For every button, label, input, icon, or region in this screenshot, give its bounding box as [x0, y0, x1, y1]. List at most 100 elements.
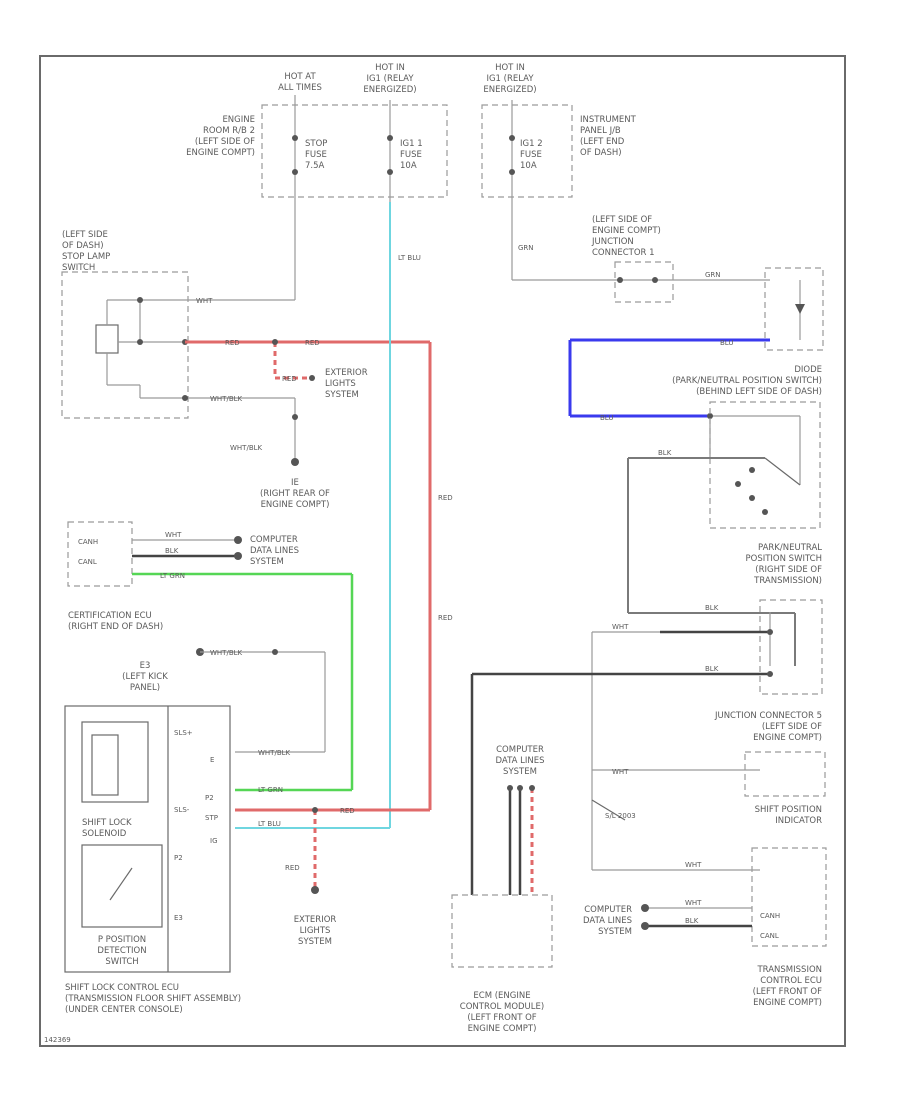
svg-text:SYSTEM: SYSTEM [298, 937, 332, 947]
svg-text:E3: E3 [140, 661, 151, 671]
ground-ie-point [291, 458, 299, 466]
svg-text:ALL TIMES: ALL TIMES [278, 83, 322, 93]
park-neutral-contact [764, 457, 801, 486]
exterior-lights-2-label: EXTERIOR LIGHTS SYSTEM [294, 915, 337, 947]
svg-text:DATA LINES: DATA LINES [250, 546, 299, 556]
svg-text:E: E [210, 756, 214, 764]
svg-text:FUSE: FUSE [305, 150, 327, 160]
svg-text:SYSTEM: SYSTEM [250, 557, 284, 567]
svg-text:IG1 1: IG1 1 [400, 139, 423, 149]
diode-label: DIODE (PARK/NEUTRAL POSITION SWITCH) (BE… [672, 365, 822, 397]
svg-text:COMPUTER: COMPUTER [496, 745, 544, 755]
stop-lamp-switch-label: (LEFT SIDE OF DASH) STOP LAMP SWITCH [62, 230, 110, 273]
junction-connector-1-label: (LEFT SIDE OF ENGINE COMPT) JUNCTION CON… [591, 215, 661, 258]
svg-text:P2: P2 [205, 794, 214, 802]
svg-text:7.5A: 7.5A [305, 161, 325, 171]
tcm-pin-canh: CANH [760, 912, 780, 920]
svg-text:(LEFT FRONT OF: (LEFT FRONT OF [753, 987, 822, 997]
svg-text:ECM (ENGINE: ECM (ENGINE [473, 991, 530, 1001]
svg-text:HOT IN: HOT IN [375, 63, 405, 73]
ig1-2-fuse-terminal-top [509, 135, 515, 141]
svg-text:(LEFT SIDE OF: (LEFT SIDE OF [762, 722, 822, 732]
svg-text:(UNDER CENTER CONSOLE): (UNDER CENTER CONSOLE) [65, 1005, 183, 1015]
shift-lock-solenoid-box [81, 721, 149, 803]
wire-label-lt-blu-1: LT BLU [398, 254, 421, 262]
cert-pin-canh: CANH [78, 538, 98, 546]
wire-label-wht-2: WHT [165, 531, 182, 539]
svg-text:PANEL): PANEL) [130, 683, 160, 693]
source-hot-in-ig1-b: HOT IN IG1 (RELAY ENERGIZED) [483, 63, 536, 95]
svg-text:P POSITION: P POSITION [98, 935, 146, 945]
wire-label-red-1: RED [225, 339, 240, 347]
wire-label-wht-blk-3: WHT/BLK [210, 649, 243, 657]
svg-text:STOP LAMP: STOP LAMP [62, 252, 110, 262]
svg-text:E3: E3 [174, 914, 183, 922]
svg-text:10A: 10A [400, 161, 417, 171]
svg-text:HOT IN: HOT IN [495, 63, 525, 73]
svg-text:FUSE: FUSE [400, 150, 422, 160]
svg-text:(BEHIND LEFT SIDE OF DASH): (BEHIND LEFT SIDE OF DASH) [696, 387, 822, 397]
svg-text:DETECTION: DETECTION [97, 946, 146, 956]
svg-text:STOP: STOP [305, 139, 327, 149]
svg-text:SHIFT LOCK CONTROL ECU: SHIFT LOCK CONTROL ECU [65, 983, 179, 993]
svg-text:ENGINE COMPT): ENGINE COMPT) [261, 500, 330, 510]
computer-data-1-label: COMPUTER DATA LINES SYSTEM [250, 535, 299, 567]
shift-lock-ecu-label: SHIFT LOCK CONTROL ECU (TRANSMISSION FLO… [65, 983, 241, 1015]
svg-text:(RIGHT REAR OF: (RIGHT REAR OF [260, 489, 330, 499]
junction-connector-5-box [759, 599, 823, 695]
wire-label-wht-4: WHT [612, 768, 629, 776]
svg-text:LIGHTS: LIGHTS [300, 926, 331, 936]
svg-text:IE: IE [291, 478, 299, 488]
svg-text:(RIGHT END OF DASH): (RIGHT END OF DASH) [68, 622, 163, 632]
svg-text:PANEL J/B: PANEL J/B [580, 126, 621, 136]
exterior-lights-1-point [309, 375, 315, 381]
ecm-box [451, 894, 553, 968]
engine-room-rb-label: ENGINE ROOM R/B 2 (LEFT SIDE OF ENGINE C… [186, 115, 255, 158]
ecu-pin-labels: SLS+ E P2 SLS- STP IG P2 E3 [174, 729, 218, 922]
svg-text:IG1 (RELAY: IG1 (RELAY [366, 74, 414, 84]
svg-text:JUNCTION: JUNCTION [591, 237, 634, 247]
svg-text:SYSTEM: SYSTEM [598, 927, 632, 937]
svg-text:(LEFT FRONT OF: (LEFT FRONT OF [467, 1013, 536, 1023]
p-position-switch-box [81, 844, 163, 928]
svg-text:CERTIFICATION ECU: CERTIFICATION ECU [68, 611, 152, 621]
p-position-switch-label: P POSITION DETECTION SWITCH [97, 935, 146, 967]
ground-e3-label: E3 (LEFT KICK PANEL) [122, 661, 168, 693]
svg-text:SYSTEM: SYSTEM [503, 767, 537, 777]
exterior-lights-2-point [311, 886, 319, 894]
shift-indicator-contact [591, 799, 626, 821]
svg-text:DATA LINES: DATA LINES [496, 756, 545, 766]
svg-text:CONTROL MODULE): CONTROL MODULE) [460, 1002, 544, 1012]
tcm-pin-canl: CANL [760, 932, 779, 940]
svg-text:SYSTEM: SYSTEM [325, 390, 359, 400]
svg-text:ENGINE COMPT): ENGINE COMPT) [753, 998, 822, 1008]
svg-text:INSTRUMENT: INSTRUMENT [580, 115, 637, 125]
wire-label-lt-grn-1: LT GRN [160, 572, 185, 580]
svg-text:P2: P2 [174, 854, 183, 862]
wire-label-blk-5: BLK [685, 917, 699, 925]
svg-text:ENGINE: ENGINE [222, 115, 255, 125]
instrument-panel-junction-block [481, 104, 573, 198]
shift-indicator-box [744, 751, 826, 797]
solenoid-coil [91, 734, 119, 796]
cert-pin-canl: CANL [78, 558, 97, 566]
stop-lamp-switch-body [95, 324, 119, 354]
wire-label-blk-4: BLK [705, 665, 719, 673]
wire-label-blk-3: BLK [705, 604, 719, 612]
wire-label-blu-2: BLU [600, 414, 613, 422]
ground-ie-label: IE (RIGHT REAR OF ENGINE COMPT) [260, 478, 330, 510]
wire-label-wht-1: WHT [196, 297, 213, 305]
svg-text:DIODE: DIODE [794, 365, 822, 375]
wire-label-red-2: RED [305, 339, 320, 347]
svg-text:ENERGIZED): ENERGIZED) [363, 85, 416, 95]
wire-label-lt-blu-2: LT BLU [258, 820, 281, 828]
junction-connector-1-box [614, 261, 674, 303]
svg-text:EXTERIOR: EXTERIOR [325, 368, 368, 378]
svg-text:CONNECTOR 1: CONNECTOR 1 [592, 248, 655, 258]
shift-indicator-pin-label: S/L 2003 [605, 812, 636, 820]
svg-text:LIGHTS: LIGHTS [325, 379, 356, 389]
wire-label-wht-blk-1: WHT/BLK [210, 395, 243, 403]
source-hot-in-ig1-a: HOT IN IG1 (RELAY ENERGIZED) [363, 63, 416, 95]
wire-label-red-4: RED [438, 494, 453, 502]
wire-label-wht-5: WHT [685, 861, 702, 869]
